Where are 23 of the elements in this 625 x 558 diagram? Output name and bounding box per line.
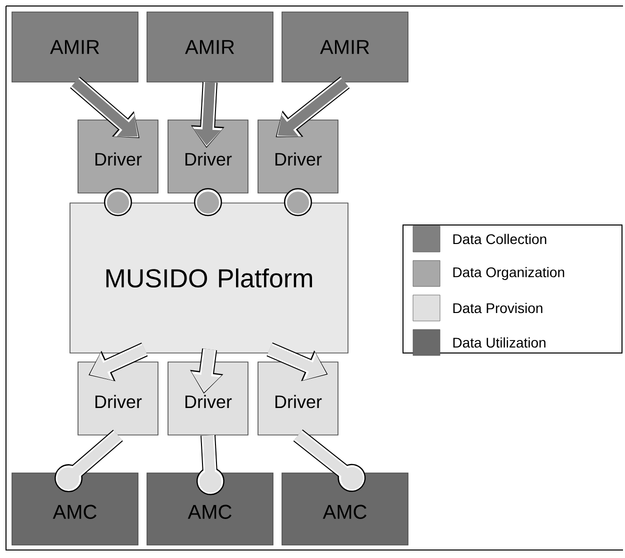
driver-box: Driver [258,120,338,194]
target-box: AMC [146,472,274,546]
legend-label: Data Collection [453,234,546,244]
legend-label: Data Utilization [453,337,546,348]
driver-box: Driver [78,120,158,194]
target-box: AMC [282,472,408,546]
legend-label: Data Provision [453,302,542,314]
ball-connector [104,188,132,216]
target-box: AMC [12,472,138,546]
driver-box: Driver [168,120,248,194]
source-box: AMIR [282,12,408,82]
driver-box: Driver [258,362,338,436]
legend-label: Data Organization [453,266,564,280]
ball-connector [293,430,366,492]
source-box: AMIR [146,12,274,82]
driver-box: Driver [78,362,158,436]
ball-connector [54,430,123,492]
driver-box: Driver [168,362,248,436]
ball-connector [194,188,222,216]
ball-connector [196,435,224,496]
source-box: AMIR [12,12,138,82]
ball-connector [284,188,312,216]
platform-box: MUSIDO Platform [70,202,348,354]
